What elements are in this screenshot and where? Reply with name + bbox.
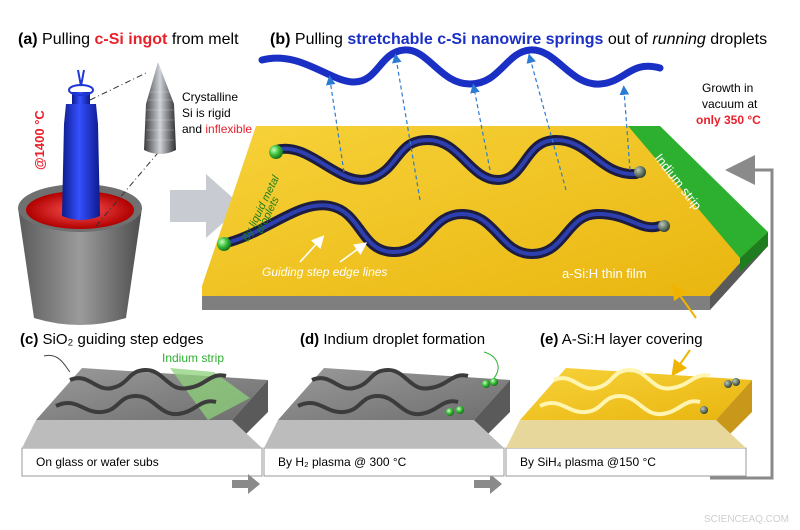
panel-c: (c) SiO₂ guiding step edges Indium strip…: [20, 331, 268, 477]
melt-temperature: @1400 °C: [32, 110, 47, 170]
si-ingot: [62, 69, 100, 220]
crystal-desc-2: Si is rigid: [182, 106, 231, 120]
growth-line-2: vacuum at: [702, 97, 758, 111]
film-label: a-Si:H thin film: [562, 266, 647, 281]
caption-d: By H₂ plasma @ 300 °C: [278, 455, 407, 469]
crystal-si-bullet: [144, 62, 176, 154]
panel-e: (e) A-Si:H layer covering By SiH₄ plasma…: [505, 331, 752, 477]
caption-e: By SiH₄ plasma @150 °C: [520, 455, 656, 469]
panel-d: (d) Indium droplet formation By H₂ plasm…: [263, 331, 510, 477]
arrow-c-d-icon: [232, 474, 260, 494]
panel-c-title: (c) SiO₂ guiding step edges: [20, 331, 203, 348]
growth-line-1: Growth in: [702, 81, 753, 95]
caption-c: On glass or wafer subs: [36, 455, 159, 469]
indium-strip-c: [170, 368, 250, 420]
panel-e-title: (e) A-Si:H layer covering: [540, 331, 703, 348]
droplet-dark-lower: [658, 220, 670, 232]
guiding-lines-label: Guiding step edge lines: [262, 265, 387, 279]
panel-b-title: (b) Pulling stretchable c-Si nanowire sp…: [270, 31, 767, 48]
guiding-grooves: [225, 134, 665, 260]
panel-d-title: (d) Indium droplet formation: [300, 331, 485, 348]
panel-a-title: (a) Pulling c-Si ingot from melt: [18, 31, 239, 48]
droplet-dark-upper: [634, 166, 646, 178]
crystal-desc-3: and inflexible: [182, 122, 252, 136]
indium-strip-label-c: Indium strip: [162, 351, 224, 365]
crystal-desc-1: Crystalline: [182, 90, 238, 104]
panel-b: (b) Pulling stretchable c-Si nanowire sp…: [202, 31, 768, 319]
arrow-d-e-icon: [474, 474, 502, 494]
panel-a: (a) Pulling c-Si ingot from melt @1400 °…: [18, 31, 252, 325]
droplet-green-lower: [217, 237, 231, 251]
pull-arrows: [325, 53, 631, 201]
feedback-arrow-icon: [710, 155, 774, 480]
stretched-nanowire-spring: [258, 46, 664, 88]
growth-line-3: only 350 °C: [696, 113, 761, 127]
droplet-green-upper: [269, 145, 283, 159]
watermark: SCIENCEAQ.COM: [704, 514, 789, 525]
indium-strip-b: [628, 126, 768, 258]
